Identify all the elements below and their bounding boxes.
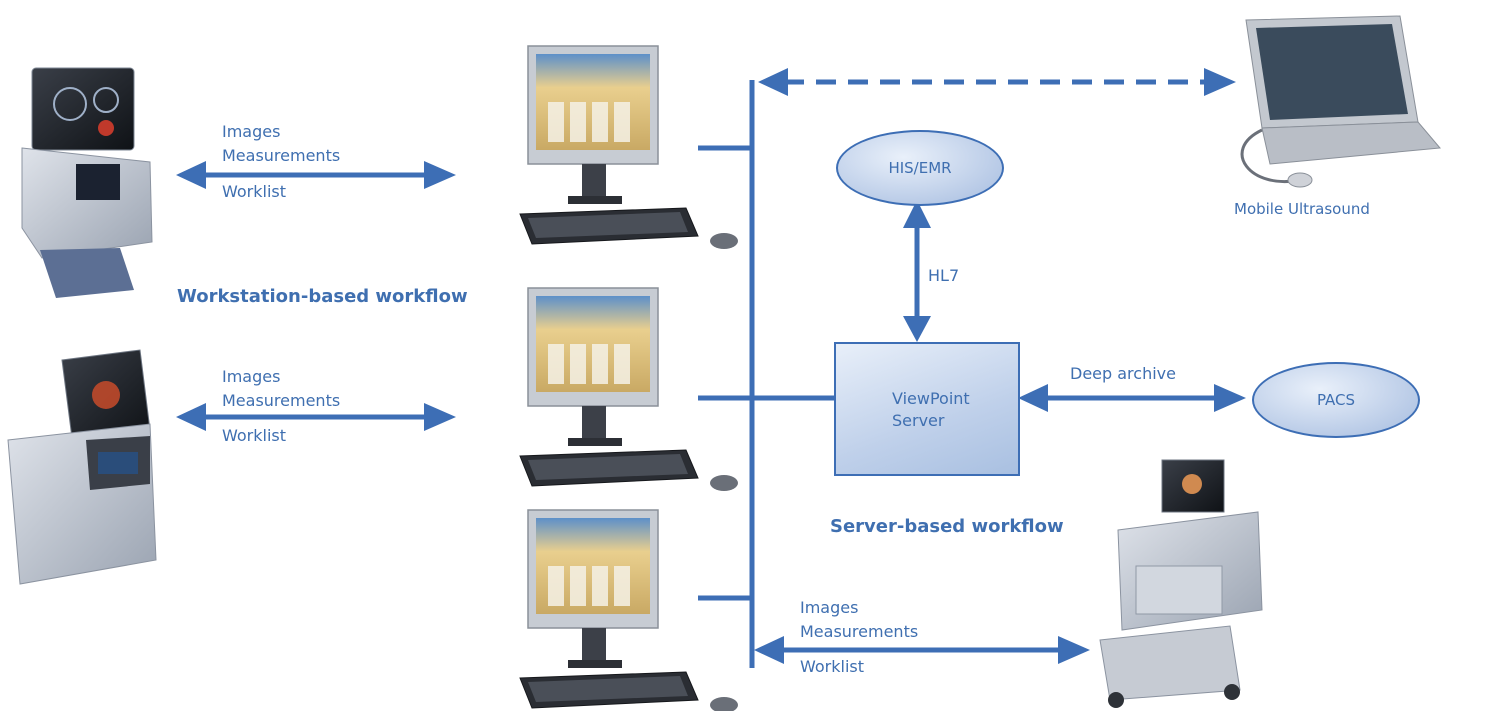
workstation-workflow-title: Workstation-based workflow [177,286,468,307]
link-label-worklist: Worklist [222,182,287,201]
server-workflow-title: Server-based workflow [830,516,1064,537]
link-label-worklist: Worklist [222,426,287,445]
mobile-ultrasound-caption: Mobile Ultrasound [1234,200,1370,218]
his-emr-node: HIS/EMR [836,130,1004,206]
link-label-worklist: Worklist [800,657,865,676]
network-bus [698,80,834,668]
pacs-node: PACS [1252,362,1420,438]
double-arrow [903,200,931,342]
double-arrow [176,161,456,189]
link-label-measurements: Measurements [800,622,919,641]
link-label-measurements: Measurements [222,391,341,410]
ultrasound-cart-icon [7,349,157,585]
link-label-measurements: Measurements [222,146,341,165]
server-label-line1: ViewPoint [892,389,970,408]
computer-workstation-icon [519,287,739,492]
pacs-label: PACS [1316,391,1356,409]
link-label-images: Images [222,367,281,386]
laptop-ultrasound-icon [1240,15,1442,188]
computer-workstation-icon [519,509,739,711]
deep-archive-label: Deep archive [1070,364,1176,383]
link-label-images: Images [222,122,281,141]
double-arrow [1018,384,1246,412]
his-emr-label: HIS/EMR [888,159,952,177]
link-label-images: Images [800,598,859,617]
viewpoint-server-node: ViewPoint Server [834,342,1020,476]
double-arrow [176,403,456,431]
server-label-line2: Server [892,411,945,430]
ultrasound-cart-icon [1099,459,1263,708]
dashed-link-arrow [758,68,1236,96]
hl7-label: HL7 [928,266,960,285]
ultrasound-cart-icon [21,67,153,298]
double-arrow [754,636,1090,664]
